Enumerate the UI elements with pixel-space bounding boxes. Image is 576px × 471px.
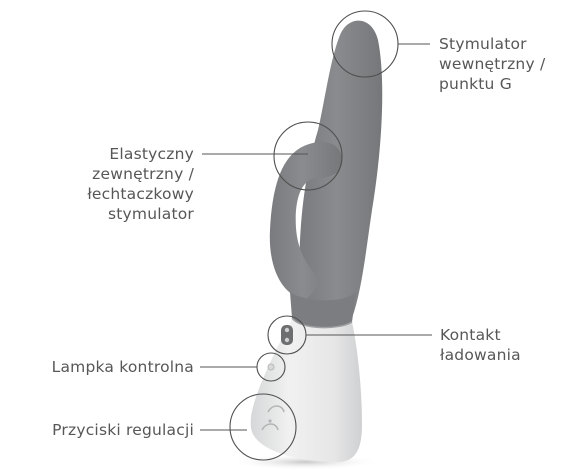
- indicator-light: [268, 364, 274, 370]
- label-indicator-light: Lampka kontrolna: [0, 357, 194, 377]
- label-internal-stimulator: Stymulator wewnętrzny / punktu G: [439, 34, 545, 94]
- charging-contacts: [281, 325, 293, 345]
- label-external-stimulator: Elastyczny zewnętrzny / łechtaczkowy sty…: [60, 144, 194, 224]
- label-control-buttons: Przyciski regulacji: [0, 420, 194, 440]
- label-charging-contact: Kontakt ładowania: [440, 325, 521, 365]
- handle: [251, 318, 362, 462]
